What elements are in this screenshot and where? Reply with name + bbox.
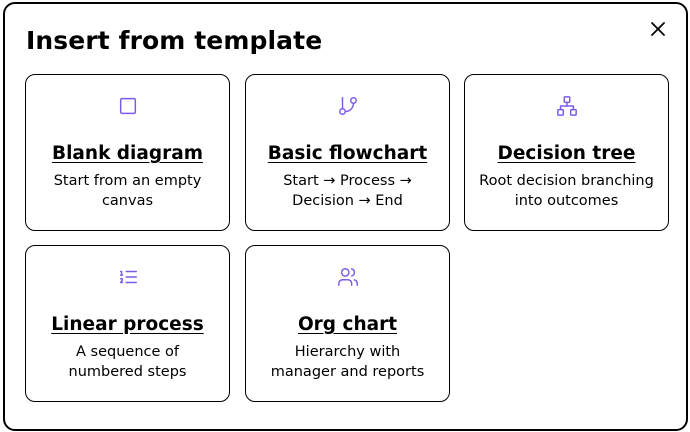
- template-title: Blank diagram: [51, 143, 204, 164]
- template-description: Start → Process → Decision → End: [283, 173, 412, 209]
- template-card-basic-flowchart[interactable]: Basic flowchart Start → Process → Decisi…: [245, 74, 450, 231]
- numbered-list-icon: [119, 270, 137, 284]
- dialog-title: Insert from template: [26, 26, 323, 55]
- template-card-org-chart[interactable]: Org chart Hierarchy with manager and rep…: [245, 245, 450, 402]
- git-branch-icon: [338, 97, 357, 115]
- template-description: Root decision branching into outcomes: [479, 173, 654, 209]
- template-card-decision-tree[interactable]: Decision tree Root decision branching in…: [464, 74, 669, 231]
- template-title: Decision tree: [497, 143, 636, 164]
- insert-template-dialog: Insert from template Blank diagram Start…: [3, 2, 688, 431]
- template-title: Linear process: [51, 314, 204, 335]
- template-description: Start from an empty canvas: [53, 173, 202, 209]
- square-icon: [119, 97, 136, 115]
- template-title: Org chart: [297, 314, 398, 335]
- template-title: Basic flowchart: [267, 143, 428, 164]
- template-card-linear-process[interactable]: Linear process A sequence of numbered st…: [25, 245, 230, 402]
- close-icon: [651, 22, 665, 36]
- close-button[interactable]: [645, 16, 671, 42]
- template-card-blank-diagram[interactable]: Blank diagram Start from an empty canvas: [25, 74, 230, 231]
- hierarchy-icon: [556, 96, 577, 116]
- template-description: Hierarchy with manager and reports: [270, 344, 425, 380]
- template-description: A sequence of numbered steps: [68, 344, 187, 380]
- users-icon: [337, 268, 358, 286]
